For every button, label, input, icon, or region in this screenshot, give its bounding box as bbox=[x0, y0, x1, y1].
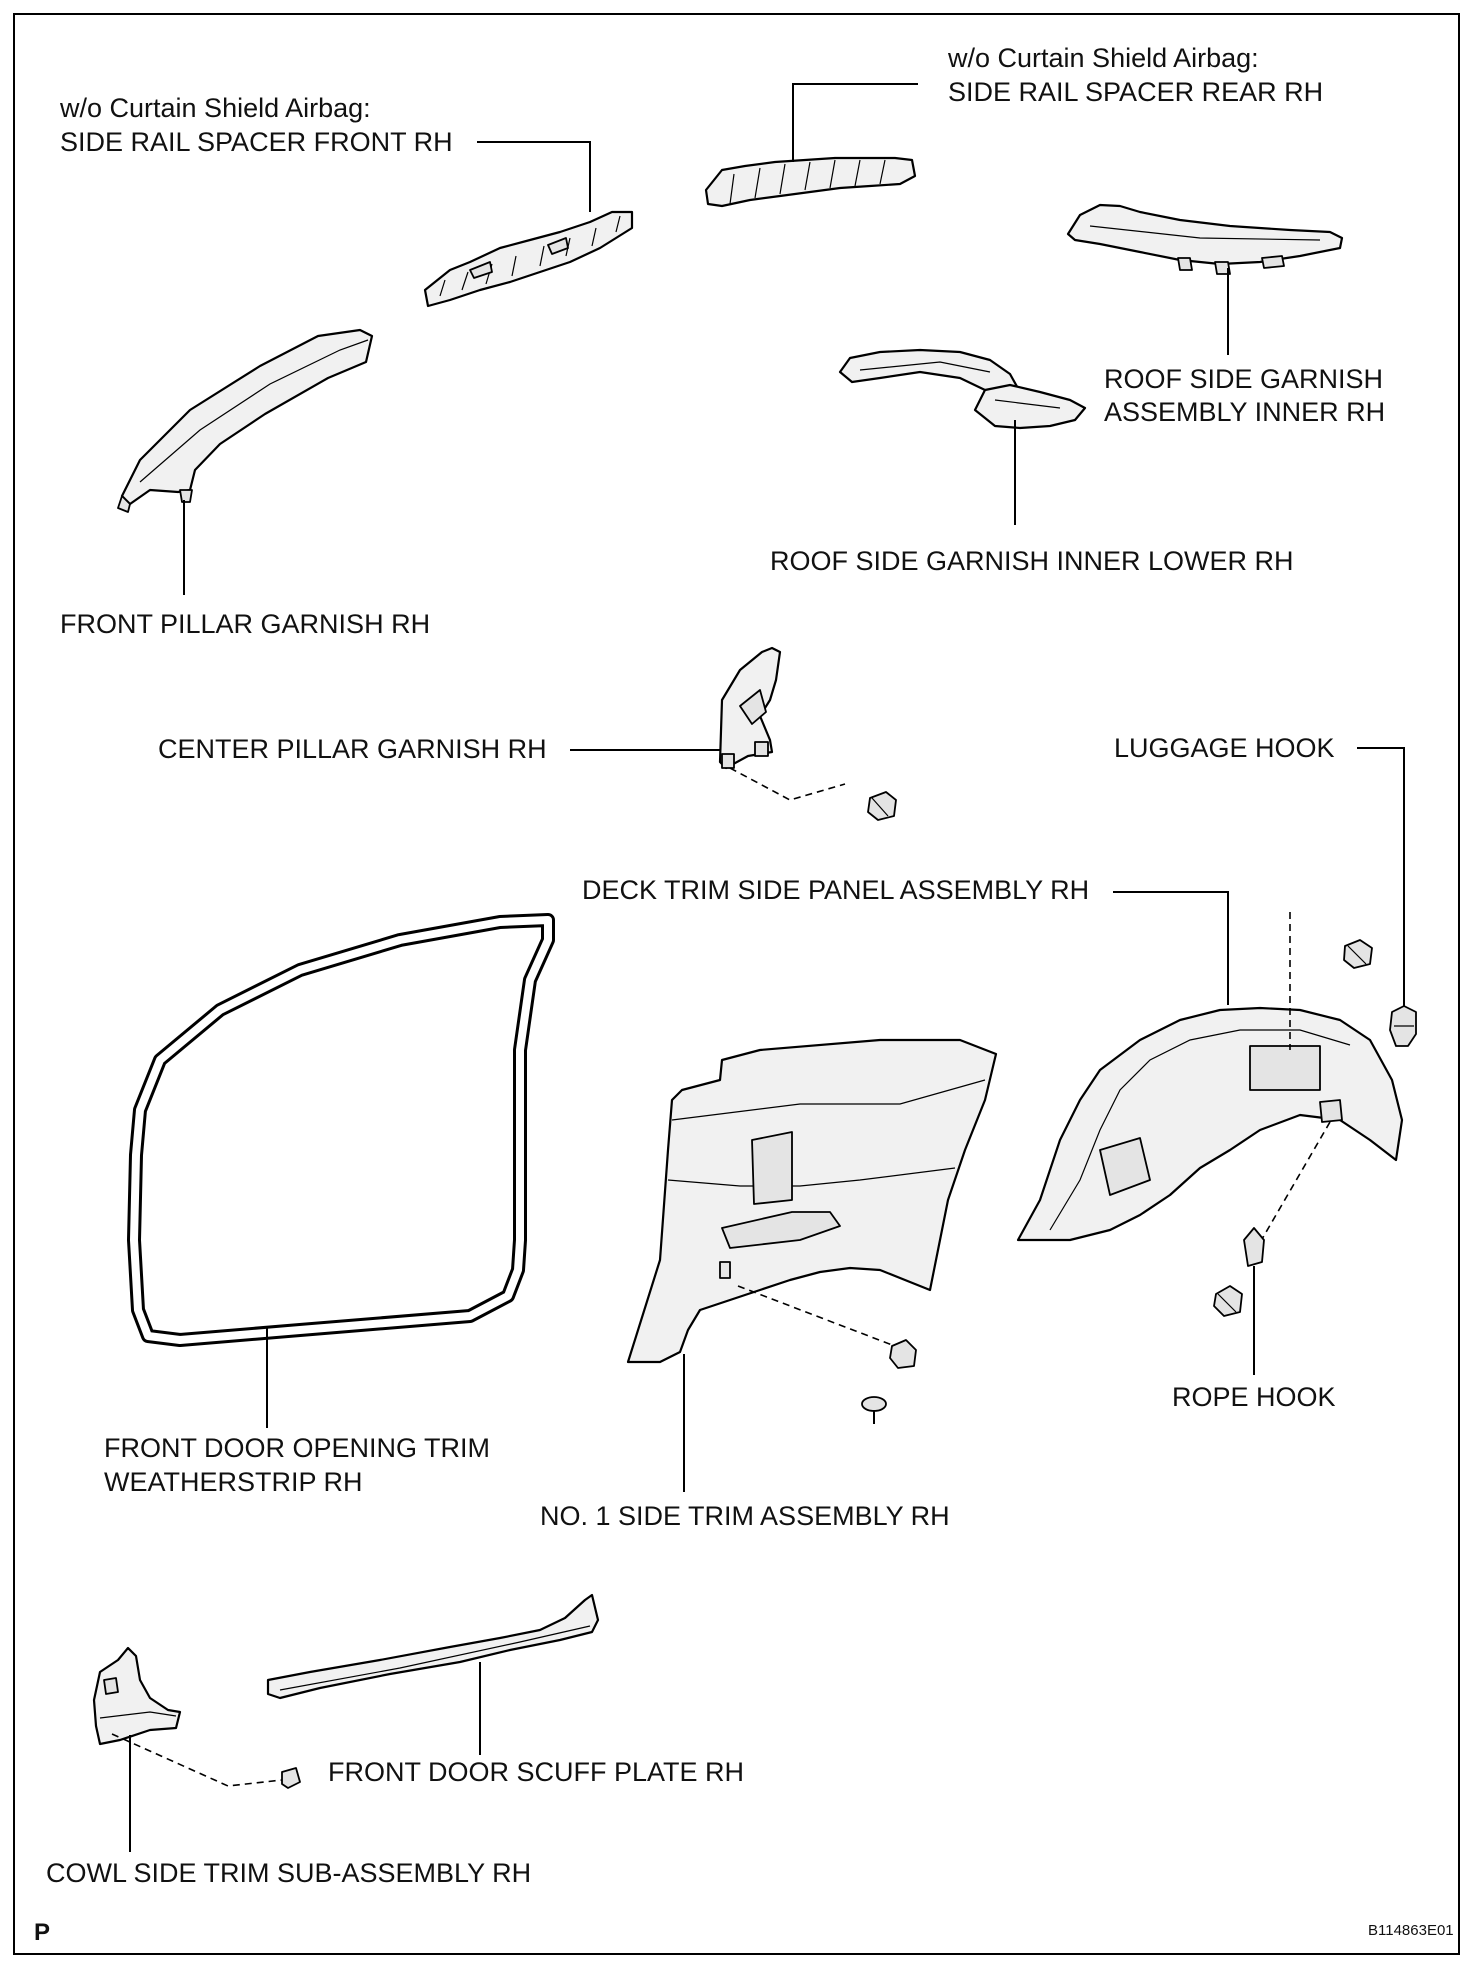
luggage-hook-leader bbox=[1357, 747, 1405, 1010]
roof-side-garnish-label-line1: ROOF SIDE GARNISH bbox=[1104, 364, 1384, 394]
side-rail-spacer-rear-label: SIDE RAIL SPACER REAR RH bbox=[948, 77, 1324, 107]
diagram-frame bbox=[13, 13, 1460, 1955]
roof-side-garnish-label-line2: ASSEMBLY INNER RH bbox=[1104, 397, 1386, 427]
side-rail-spacer-front bbox=[423, 210, 634, 308]
cowl-side-trim bbox=[92, 1646, 182, 1746]
front-door-scuff-plate-label: FRONT DOOR SCUFF PLATE RH bbox=[328, 1757, 745, 1787]
deck-trim-side-panel-label: DECK TRIM SIDE PANEL ASSEMBLY RH bbox=[582, 875, 1090, 905]
no1-side-trim-label: NO. 1 SIDE TRIM ASSEMBLY RH bbox=[540, 1501, 950, 1531]
front-pillar-garnish bbox=[117, 328, 374, 513]
front-door-opening-label-line2: WEATHERSTRIP RH bbox=[104, 1467, 363, 1497]
luggage-hook bbox=[1389, 1005, 1417, 1047]
rope-hook-dashes bbox=[1257, 1121, 1331, 1247]
center-pillar-garnish-label: CENTER PILLAR GARNISH RH bbox=[158, 734, 547, 764]
front-door-opening-weatherstrip bbox=[127, 913, 555, 1347]
center-pillar-clip-dashes bbox=[729, 767, 846, 801]
center-pillar-garnish bbox=[718, 646, 782, 770]
center-pillar-screw bbox=[867, 791, 897, 821]
rope-hook bbox=[1213, 1227, 1265, 1317]
figure-code: B114863E01 bbox=[1368, 1922, 1454, 1939]
side-trim-clip bbox=[889, 1339, 917, 1369]
side-rail-spacer-rear bbox=[704, 156, 917, 208]
rope-hook-label: ROPE HOOK bbox=[1172, 1382, 1336, 1412]
side-rail-spacer-front-leader bbox=[477, 141, 591, 212]
side-rail-spacer-rear-condition: w/o Curtain Shield Airbag: bbox=[948, 43, 1259, 73]
roof-side-garnish-inner-lower bbox=[838, 348, 1087, 430]
deck-trim-side-panel bbox=[1016, 1006, 1404, 1242]
side-rail-spacer-front-label: SIDE RAIL SPACER FRONT RH bbox=[60, 127, 453, 157]
side-rail-spacer-rear-leader bbox=[792, 83, 918, 162]
side-rail-spacer-front-condition: w/o Curtain Shield Airbag: bbox=[60, 93, 371, 123]
deck-trim-bolt bbox=[1343, 939, 1373, 969]
side-trim-pushpin bbox=[861, 1396, 887, 1424]
cowl-side-clip-dashes bbox=[111, 1733, 283, 1787]
no1-side-trim-assembly bbox=[626, 1038, 998, 1364]
side-trim-clip-dashes bbox=[737, 1285, 901, 1349]
front-door-opening-label-line1: FRONT DOOR OPENING TRIM bbox=[104, 1433, 491, 1463]
cowl-side-trim-label: COWL SIDE TRIM SUB-ASSEMBLY RH bbox=[46, 1858, 532, 1888]
cowl-side-clip bbox=[281, 1767, 301, 1789]
front-door-scuff-plate bbox=[266, 1593, 600, 1700]
front-pillar-garnish-label: FRONT PILLAR GARNISH RH bbox=[60, 609, 431, 639]
roof-side-garnish-lower-label: ROOF SIDE GARNISH INNER LOWER RH bbox=[770, 546, 1294, 576]
roof-side-garnish-assembly-inner bbox=[1066, 203, 1344, 275]
deck-trim-leader bbox=[1113, 891, 1229, 1005]
page-marker: P bbox=[34, 1919, 51, 1946]
luggage-hook-label: LUGGAGE HOOK bbox=[1114, 733, 1335, 763]
